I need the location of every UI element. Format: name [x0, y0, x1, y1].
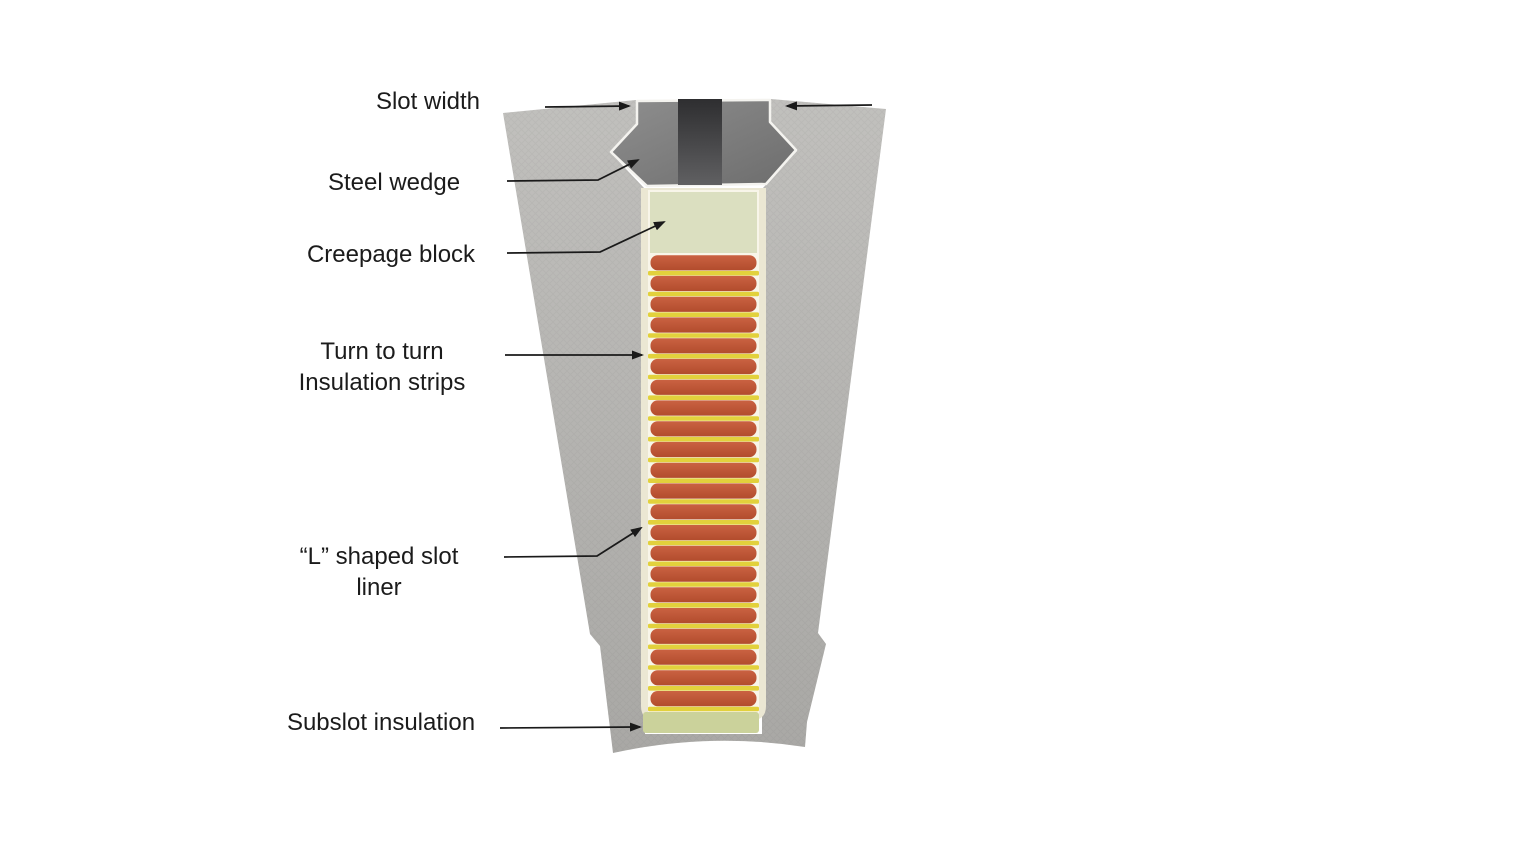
label-steel-wedge: Steel wedge [327, 169, 461, 196]
subslot-insulation-shape [643, 712, 759, 733]
turn-insulation-strip [648, 665, 759, 670]
conductor-bar [650, 400, 757, 416]
slot-width-arrow-right [785, 101, 873, 111]
turn-insulation-strip [648, 416, 759, 421]
conductor-stack [648, 255, 759, 712]
conductor-bar [650, 483, 757, 499]
conductor-bar [650, 317, 757, 333]
conductor-bar [650, 296, 757, 312]
conductor-bar [650, 525, 757, 541]
turn-insulation-strip [648, 582, 759, 587]
conductor-bar [650, 255, 757, 271]
turn-insulation-strip [648, 353, 759, 359]
turn-insulation-strip [648, 623, 759, 629]
subslot-insulation-arrow [499, 722, 642, 732]
tooth-body-texture [503, 99, 886, 753]
turn-insulation-strip [648, 540, 759, 546]
turn-insulation-strip [648, 333, 759, 338]
conductor-bar [650, 275, 757, 292]
conductor-bar [650, 691, 757, 707]
turn-insulation-strip [648, 686, 759, 691]
label-subslot-insulation: Subslot insulation [286, 709, 476, 736]
turn-insulation-strip [648, 499, 759, 504]
label-turn-to-turn-insulation: Turn to turn Insulation strips [298, 338, 466, 396]
turn-insulation-strip [648, 520, 759, 525]
conductor-bar [650, 566, 757, 582]
conductor-bar [650, 462, 757, 478]
slot-opening-shape [678, 99, 722, 185]
steel-tooth-body [503, 99, 886, 753]
turn-insulation-strip [648, 436, 759, 442]
conductor-bar [650, 587, 757, 603]
conductor-bar [650, 670, 757, 686]
turn-insulation-strip [648, 603, 759, 608]
turn-insulation-strip [648, 291, 759, 297]
turn-insulation-strip [648, 644, 759, 650]
conductor-bar [650, 338, 757, 354]
turn-insulation-strip [648, 457, 759, 463]
turn-insulation-strip [648, 395, 759, 400]
conductor-bar [650, 358, 757, 375]
turn-insulation-strip [648, 312, 759, 317]
turn-insulation-strip [648, 374, 759, 380]
steel-wedge-arrow [506, 159, 640, 182]
creepage-block-arrow [506, 221, 666, 254]
creepage-block-shape [650, 192, 757, 253]
conductor-bar [650, 504, 757, 520]
conductor-bar [650, 608, 757, 624]
slot-liner-arrow [503, 526, 643, 558]
callout-arrows [499, 101, 873, 732]
conductor-bar [650, 545, 757, 561]
slot-width-arrow-left [544, 101, 631, 111]
conductor-bar [650, 441, 757, 458]
conductor-bar [650, 421, 757, 437]
turn-insulation-strip [648, 561, 759, 567]
conductor-bar [650, 379, 757, 395]
turn-insulation-strip [648, 706, 759, 712]
label-l-shaped-slot-liner: “L” shaped slot liner [299, 543, 459, 601]
label-creepage-block: Creepage block [306, 241, 476, 268]
label-slot-width: Slot width [375, 88, 481, 115]
turn-insulation-strip [648, 270, 759, 276]
conductor-bar [650, 649, 757, 665]
turn-insulation-strip [648, 478, 759, 483]
conductor-bar [650, 628, 757, 644]
